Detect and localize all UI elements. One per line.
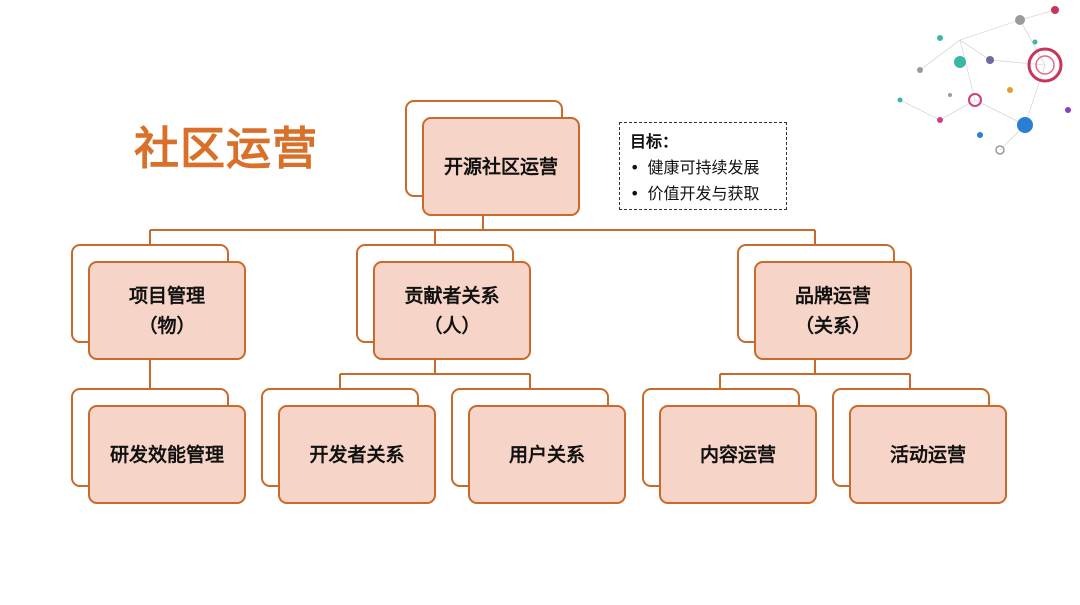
node-sublabel: （物） (138, 311, 195, 341)
goal-item: 价值开发与获取 (630, 181, 776, 207)
node-label: 贡献者关系 (404, 281, 499, 311)
root-node: 开源社区运营 (405, 100, 580, 216)
node-label: 用户关系 (509, 440, 585, 470)
root-node-label: 开源社区运营 (444, 152, 558, 182)
goal-item: 健康可持续发展 (630, 155, 776, 181)
node-contributor-relations: 贡献者关系 （人） (356, 244, 531, 360)
node-sublabel: （关系） (795, 311, 871, 341)
node-label: 项目管理 (129, 281, 205, 311)
node-content-operations: 内容运营 (642, 388, 817, 504)
node-user-relations: 用户关系 (451, 388, 626, 504)
node-project-management: 项目管理 （物） (71, 244, 246, 360)
node-event-operations: 活动运营 (832, 388, 1007, 504)
goal-box: 目标： 健康可持续发展 价值开发与获取 (619, 122, 787, 210)
node-label: 品牌运营 (795, 281, 871, 311)
node-rd-efficiency: 研发效能管理 (71, 388, 246, 504)
node-brand-operations: 品牌运营 （关系） (737, 244, 912, 360)
node-label: 研发效能管理 (110, 440, 224, 470)
node-label: 活动运营 (890, 440, 966, 470)
page-title: 社区运营 (134, 112, 318, 177)
node-label: 内容运营 (700, 440, 776, 470)
node-developer-relations: 开发者关系 (261, 388, 436, 504)
node-label: 开发者关系 (309, 440, 404, 470)
node-sublabel: （人） (423, 311, 480, 341)
goal-heading: 目标： (630, 129, 776, 155)
